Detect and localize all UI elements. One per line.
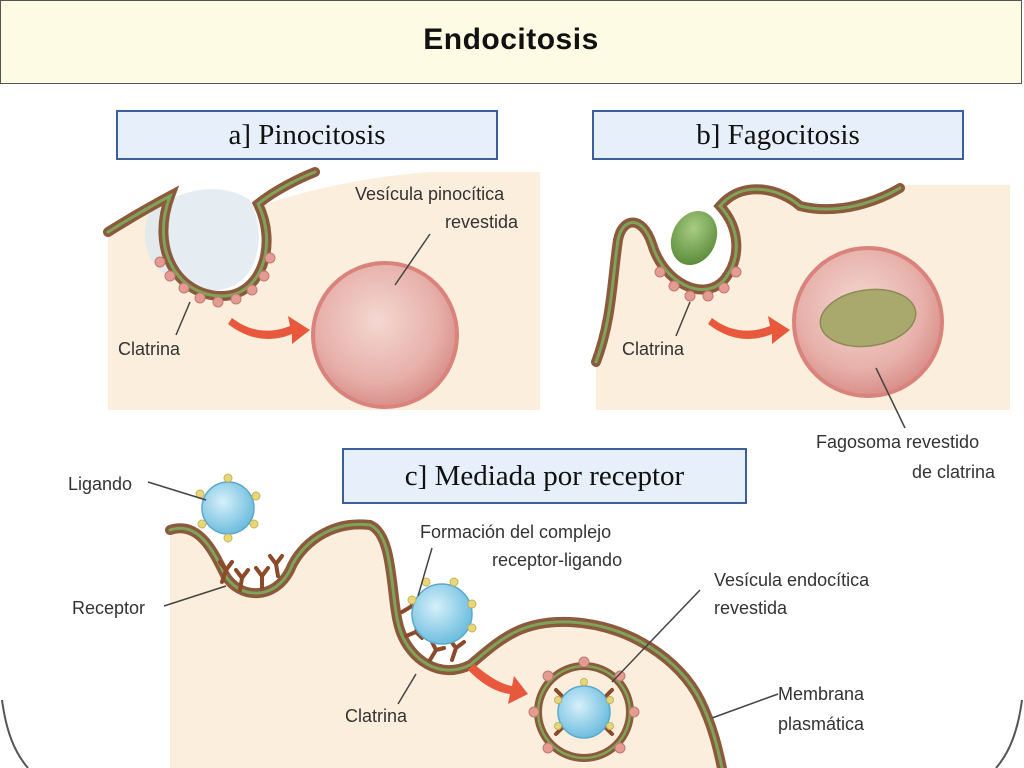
clathrin-coat bbox=[654, 266, 742, 302]
fagocitosis-heading-box: b] Fagocitosis bbox=[592, 110, 964, 160]
membrane-label-line1: Membrana bbox=[778, 684, 865, 704]
clathrin-leader-line bbox=[397, 673, 417, 705]
plasma-membrane-core bbox=[168, 522, 724, 768]
free-ligand bbox=[195, 473, 261, 543]
clathrin-leader-line bbox=[175, 301, 191, 336]
membrane-label-line2: plasmática bbox=[778, 714, 865, 734]
coated-vesicle bbox=[311, 261, 459, 409]
fagocitosis-panel: Clatrina Fagosoma revestido de clatrina bbox=[591, 183, 1010, 482]
endocytic-vesicle bbox=[528, 656, 640, 762]
phagosome-leader-line bbox=[875, 367, 906, 429]
plasma-membrane-core bbox=[594, 186, 902, 364]
complex-label-line2: receptor-ligando bbox=[492, 550, 622, 570]
vesicle-label-line2: revestida bbox=[714, 598, 788, 618]
process-arrow bbox=[708, 316, 790, 344]
title-bar: Endocitosis bbox=[0, 0, 1022, 84]
receptor-ligand-complex bbox=[407, 577, 477, 645]
vesicle-label-line1: Vesícula pinocítica bbox=[355, 184, 505, 204]
vesicle-label-line1: Vesícula endocítica bbox=[714, 570, 870, 590]
food-particle bbox=[670, 210, 718, 266]
complex-leader-line bbox=[417, 547, 433, 597]
process-arrow bbox=[228, 316, 310, 344]
vesicle-leader-line bbox=[394, 233, 431, 286]
clathrin-leader-line bbox=[675, 301, 691, 337]
frame-corner-right bbox=[995, 699, 1023, 768]
ligand-leader-line bbox=[147, 481, 207, 501]
vesicle-label-line2: revestida bbox=[445, 212, 519, 232]
plasma-membrane-core bbox=[106, 170, 317, 298]
pinocitosis-panel: Vesícula pinocítica revestida Clatrina bbox=[103, 167, 540, 410]
frame-corner-left bbox=[1, 699, 29, 768]
process-arrow bbox=[468, 664, 528, 704]
receptor-label: Receptor bbox=[72, 598, 145, 618]
membrane-leader-line bbox=[711, 693, 779, 719]
engulfed-particle bbox=[819, 288, 917, 348]
clathrin-label: Clatrina bbox=[118, 339, 181, 359]
receptor-leader-line bbox=[163, 585, 227, 607]
receptor-heading-box: c] Mediada por receptor bbox=[342, 448, 747, 504]
clathrin-coat bbox=[154, 252, 276, 308]
page-title: Endocitosis bbox=[423, 23, 599, 56]
pinocitosis-heading: a] Pinocitosis bbox=[228, 118, 386, 151]
receptor-panel: Ligando Receptor Formación del complejo … bbox=[68, 473, 870, 768]
phagosome-label-line2: de clatrina bbox=[912, 462, 996, 482]
clathrin-label: Clatrina bbox=[622, 339, 685, 359]
pinocitosis-heading-box: a] Pinocitosis bbox=[116, 110, 498, 160]
clathrin-label: Clatrina bbox=[345, 706, 408, 726]
receptor-heading: c] Mediada por receptor bbox=[404, 459, 685, 492]
ligand-label: Ligando bbox=[68, 474, 132, 494]
complex-label-line1: Formación del complejo bbox=[420, 522, 611, 542]
phagosome-label-line1: Fagosoma revestido bbox=[816, 432, 979, 452]
vesicle-leader-line bbox=[611, 589, 701, 683]
fagocitosis-heading: b] Fagocitosis bbox=[696, 118, 860, 151]
